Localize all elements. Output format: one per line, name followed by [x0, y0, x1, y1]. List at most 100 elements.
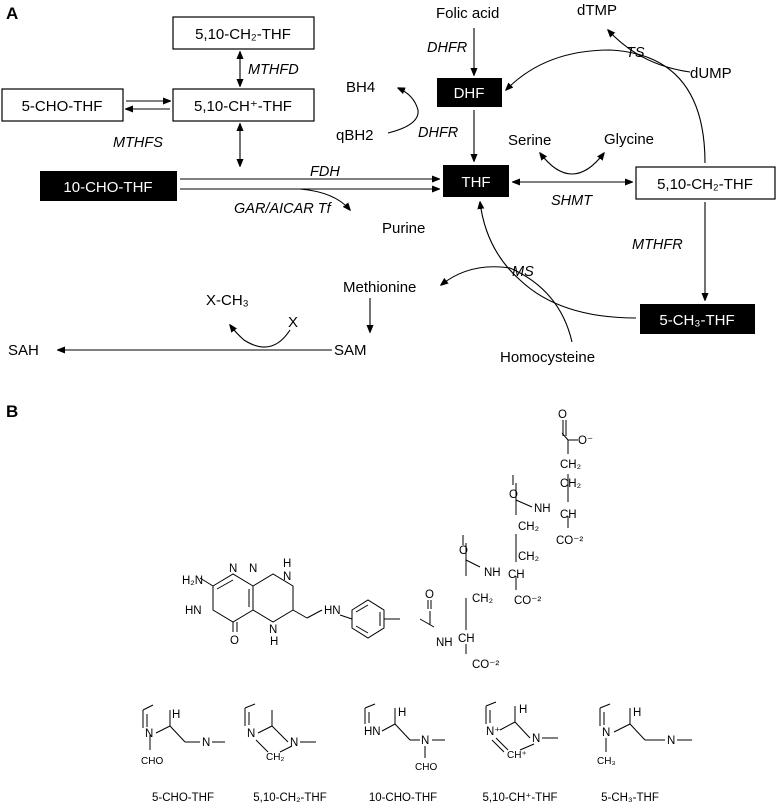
atom-ch2-b: CH₂ — [518, 551, 539, 563]
arrow-hcy-met — [441, 266, 573, 343]
atom-o-minus: O⁻ — [578, 435, 593, 447]
atom-ch2-a: CH₂ — [472, 593, 493, 605]
fragment-4-atom-n2: N — [532, 733, 540, 745]
label-folic-acid: Folic acid — [436, 5, 499, 22]
label-x: X — [288, 314, 298, 331]
label-dump: dUMP — [690, 65, 732, 82]
arrow-x-xch3 — [230, 325, 291, 348]
label-homocysteine: Homocysteine — [500, 349, 595, 366]
box-5-cho-thf-label: 5-CHO-THF — [22, 98, 103, 115]
enzyme-ms: MS — [512, 264, 534, 280]
atom-o-top: O — [558, 409, 567, 421]
fragment-5-10-ch2-thf: N N CH₂ 5,10-CH₂-THF — [244, 703, 327, 804]
box-10-cho-thf-label: 10-CHO-THF — [63, 179, 152, 196]
fragment-1-caption: 5-CHO-THF — [152, 792, 214, 804]
fragment-5-caption: 5-CH₃-THF — [601, 792, 659, 804]
panel-label-b: B — [6, 402, 18, 421]
box-ch2-thf-top: 5,10-CH₂-THF — [172, 16, 315, 50]
fragment-2-atom-ch2: CH₂ — [266, 752, 284, 763]
atom-nh3: NH — [534, 503, 551, 515]
fragment-2-caption: 5,10-CH₂-THF — [253, 792, 326, 804]
fragment-4-caption: 5,10-CH⁺-THF — [482, 792, 557, 804]
label-serine: Serine — [508, 132, 551, 149]
box-dhf: DHF — [437, 78, 502, 107]
fragment-4-atom-ch-plus: CH⁺ — [507, 750, 527, 761]
arrow-serine-glycine — [540, 153, 604, 175]
label-purine: Purine — [382, 220, 425, 237]
fragment-3-caption: 10-CHO-THF — [369, 792, 437, 804]
fragment-3-atom-hn: HN — [364, 726, 381, 738]
panel-label-a: A — [6, 4, 18, 23]
atom-ch3: CH — [560, 509, 577, 521]
atom-co2-3: CO⁻² — [556, 535, 583, 547]
arrow-purine — [299, 188, 350, 210]
box-dhf-label: DHF — [454, 85, 485, 102]
fragment-1-atom-h: H — [172, 709, 180, 721]
label-x-ch3: X-CH₃ — [206, 292, 249, 309]
atom-o-amide3: O — [509, 489, 518, 501]
label-dtmp: dTMP — [577, 2, 617, 19]
atom-nh1: NH — [436, 637, 453, 649]
box-ch-plus-thf-label: 5,10-CH⁺-THF — [194, 98, 292, 115]
fragment-3-atom-cho: CHO — [415, 762, 437, 773]
thf-structure-bonds — [199, 420, 578, 654]
label-sam: SAM — [334, 342, 367, 359]
label-bh4: BH4 — [346, 79, 375, 96]
fragment-4-atom-n-plus: N⁺ — [486, 726, 500, 738]
fragment-5-atom-h: H — [633, 707, 641, 719]
atom-o-amide2: O — [459, 545, 468, 557]
arrow-ts — [506, 49, 706, 164]
fragment-2-atom-n: N — [247, 728, 255, 740]
fragment-3-atom-h: H — [398, 707, 406, 719]
atom-n-top: N — [283, 571, 291, 583]
box-ch-plus-thf: 5,10-CH⁺-THF — [172, 88, 315, 122]
atom-hn: HN — [185, 605, 202, 617]
box-5-ch3-thf: 5-CH₃-THF — [640, 304, 755, 334]
fragment-1-atom-n: N — [145, 728, 153, 740]
atom-nh2: NH — [484, 567, 501, 579]
fragment-1-atom-cho: CHO — [141, 756, 163, 767]
fragment-5-atom-n2: N — [667, 735, 675, 747]
atom-h-top: H — [283, 558, 291, 570]
enzyme-ts: TS — [626, 45, 645, 61]
atom-h2n: H₂N — [182, 575, 203, 587]
thf-structure-atoms: H₂N N N HN O H N N H HN O NH CH CH₂ CO⁻²… — [182, 409, 593, 671]
atom-n-ring2: N — [249, 563, 257, 575]
atom-ch2-e: CH₂ — [560, 459, 581, 471]
atom-o-ring: O — [230, 635, 239, 647]
enzyme-mthfd: MTHFD — [248, 62, 299, 78]
box-thf-label: THF — [461, 174, 490, 191]
enzyme-fdh: FDH — [310, 164, 340, 180]
atom-n-ring1: N — [229, 563, 237, 575]
box-ch2-thf-right: 5,10-CH₂-THF — [635, 166, 776, 200]
atom-ch1: CH — [458, 633, 475, 645]
atom-o-amide1: O — [425, 589, 434, 601]
atom-ch2-d: CH₂ — [560, 478, 581, 490]
atom-ch2: CH — [508, 569, 525, 581]
enzyme-mthfs: MTHFS — [113, 135, 163, 151]
arrow-bh4 — [387, 88, 419, 134]
fragment-5-atom-n: N — [602, 727, 610, 739]
atom-co2-1: CO⁻² — [472, 659, 499, 671]
atom-hn-link: HN — [324, 605, 341, 617]
enzyme-mthfr: MTHFR — [632, 237, 683, 253]
fragment-5-cho-thf: N H N CHO 5-CHO-THF — [141, 704, 225, 804]
box-ch2-thf-right-label: 5,10-CH₂-THF — [657, 176, 753, 193]
atom-h-bot: H — [270, 636, 278, 648]
fragment-5-atom-ch3: CH₃ — [597, 756, 616, 767]
box-ch2-thf-top-label: 5,10-CH₂-THF — [195, 26, 291, 43]
fragment-2-atom-n2: N — [290, 737, 298, 749]
label-qbh2: qBH2 — [336, 127, 374, 144]
fragment-4-atom-h: H — [519, 704, 527, 716]
box-thf: THF — [443, 165, 509, 197]
atom-ch2-c: CH₂ — [518, 521, 539, 533]
box-5-ch3-thf-label: 5-CH₃-THF — [659, 312, 734, 329]
label-glycine: Glycine — [604, 131, 654, 148]
enzyme-gar-aicar: GAR/AICAR Tf — [234, 201, 333, 217]
pathway-arrows — [58, 28, 705, 350]
enzyme-shmt: SHMT — [551, 193, 593, 209]
box-5-cho-thf: 5-CHO-THF — [1, 88, 124, 122]
label-methionine: Methionine — [343, 279, 416, 296]
label-sah: SAH — [8, 342, 39, 359]
